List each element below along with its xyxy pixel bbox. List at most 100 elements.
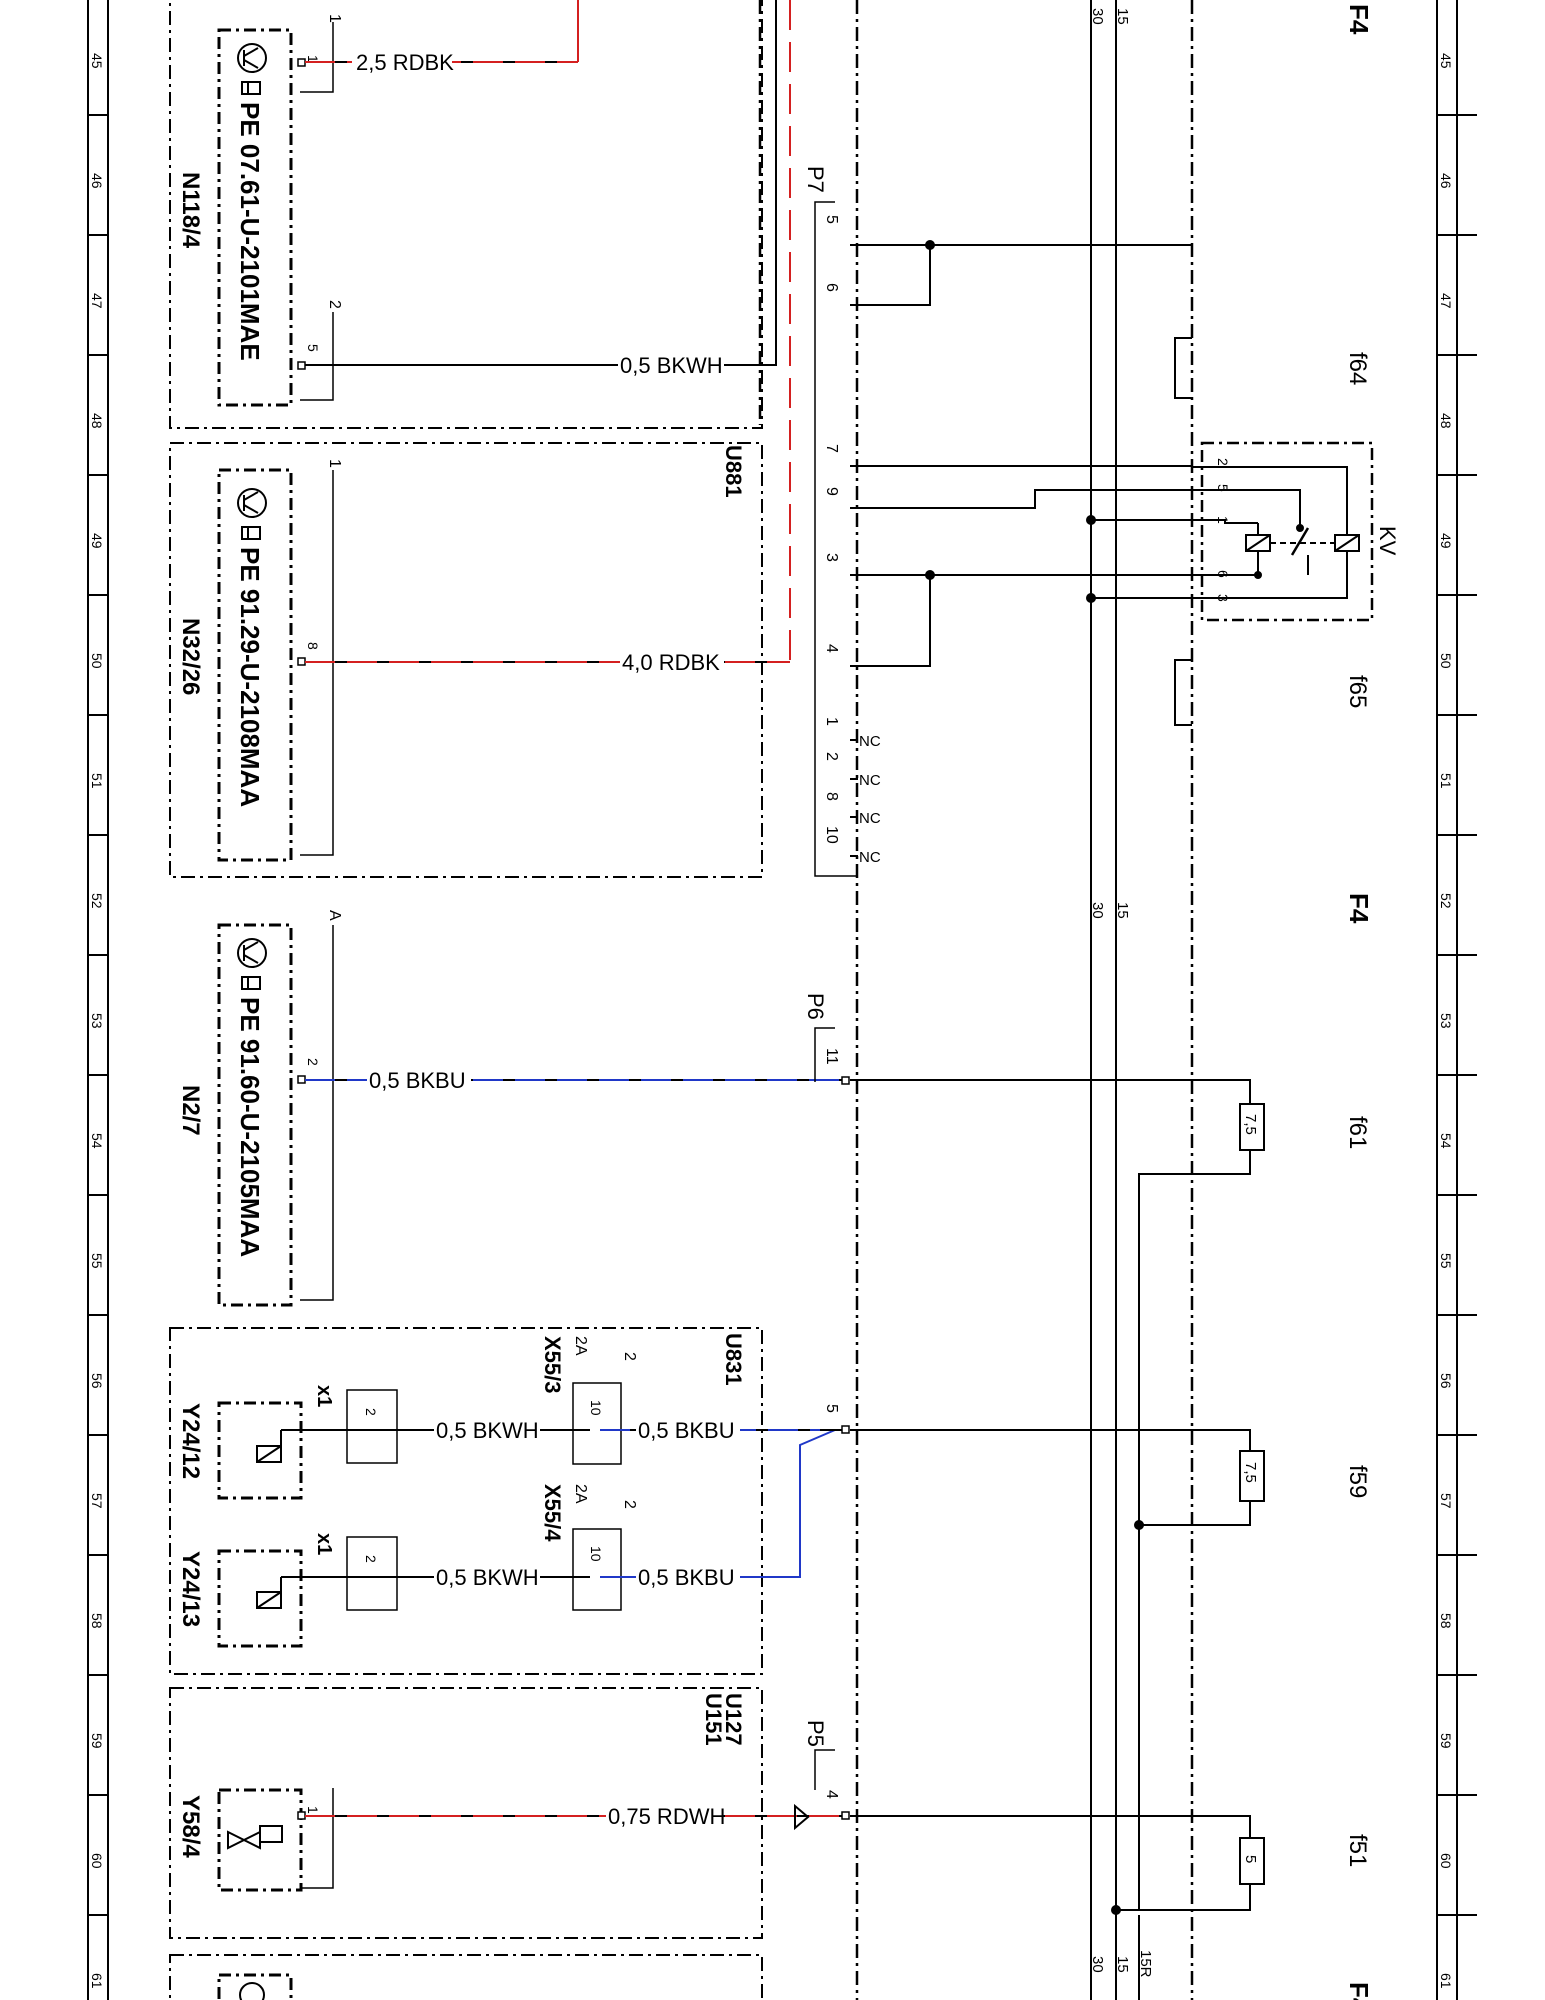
fuses (1111, 337, 1265, 1915)
x55-4-plug (572, 1528, 622, 1611)
n2-7-term (297, 1075, 306, 1084)
wire-label-w5b: 0,5 BKBU (638, 1418, 735, 1443)
fuse-f65-label: f65 (1344, 675, 1371, 708)
n118-4-pin-bracket-a (300, 22, 334, 93)
wire-label-bg (636, 1565, 740, 1589)
component-y24-13: Y24/13 x1 2 (177, 1533, 398, 1648)
wire-label-bg (434, 1418, 540, 1442)
n2-7-pin-a-term: 2 (305, 1058, 321, 1066)
solenoid-icon (256, 1445, 282, 1463)
p5-bracket (814, 1749, 835, 1790)
y24-13-plug (346, 1536, 398, 1611)
p5-term (841, 1811, 850, 1820)
n2-7-pin-a: A (326, 910, 343, 921)
wire-label-w2: 0,5 BKWH (620, 353, 723, 378)
component-boxes (169, 0, 763, 2000)
solenoid-icon (256, 1591, 282, 1609)
wire-label-w1: 2,5 RDBK (356, 50, 454, 75)
n32-26-body (217, 468, 293, 862)
component-x55-4: X55/4 2 2A 10 (540, 1484, 638, 1611)
p7-nc-1: NC (859, 733, 881, 750)
wire-label-w7: 0,75 RDWH (608, 1804, 725, 1829)
y24-13-pin: 2 (363, 1555, 379, 1563)
relay-bus-links (1086, 515, 1192, 603)
p7-pin-7: 7 (823, 444, 840, 453)
grid-number: 58 (89, 1613, 105, 1629)
grid-number: 51 (89, 773, 105, 789)
bus-label-30-bot: 30 (1089, 1956, 1106, 1973)
fuse-f61-body (1239, 1103, 1265, 1151)
fuse-f51-junction (1111, 1905, 1121, 1915)
fuse-block-labels: F4 F4 F4 (1344, 4, 1374, 2000)
grid-number: 59 (89, 1733, 105, 1749)
transistor-icon (237, 938, 267, 968)
p6-bracket (814, 1027, 835, 1082)
u50-fragment-icon (217, 1973, 293, 2000)
y24-12-body (217, 1401, 303, 1500)
wire-label-bg (620, 650, 724, 674)
grid-number: 49 (89, 533, 105, 549)
n118-4-term-b (297, 361, 306, 370)
fuse-block-label-bot: F4 (1344, 1982, 1374, 2000)
y58-4-id: Y58/4 (177, 1795, 204, 1858)
fuse-f51-body (1239, 1837, 1265, 1885)
p7-pin-4: 4 (823, 644, 840, 653)
y58-4-pin-bracket (300, 1788, 334, 1889)
n118-4-id: N118/4 (177, 172, 204, 249)
connector-p6: P6 11 (803, 993, 850, 1085)
grid-number: 52 (89, 893, 105, 909)
relay-pin-5: 5 (1215, 484, 1231, 492)
n32-26-term (297, 657, 306, 666)
bus-label-15r-bot: 15R (1137, 1950, 1154, 1978)
component-n2-7: PE 91.60-U-2105MAA N2/7 A 2 (177, 910, 343, 1307)
relay-internals (1192, 466, 1360, 599)
grid-number: 53 (89, 1013, 105, 1029)
box-u127 (169, 1687, 763, 1939)
grid-number: 45 (89, 53, 105, 69)
n32-26-pin-a-term: 8 (305, 642, 321, 650)
grid-number: 45 (1438, 53, 1454, 69)
p7-pin-3: 3 (823, 553, 840, 562)
u831-connector-term (841, 1425, 850, 1434)
fuse-f61-lead2 (1192, 1150, 1251, 1175)
transistor-icon (237, 43, 267, 73)
p6-term (841, 1076, 850, 1085)
x55-3-pin-top: 2 (621, 1352, 638, 1361)
x55-3-pin-mid: 2A (572, 1336, 589, 1356)
grid-number: 54 (1438, 1133, 1454, 1149)
reference-hand-icon (241, 81, 261, 95)
fuse-f59-junction (1134, 1520, 1144, 1530)
fuse-f61-lead (1192, 1079, 1251, 1104)
p7-pin-8: 8 (823, 792, 840, 801)
grid-number: 53 (1438, 1013, 1454, 1029)
y58-4-pin: 1 (305, 1806, 321, 1814)
p5-label: P5 (803, 1720, 828, 1747)
n118-4-pin-bracket-b (300, 312, 334, 401)
grid-number: 55 (1438, 1253, 1454, 1269)
bus-label-15-bot: 15 (1114, 1956, 1131, 1973)
p7-label: P7 (803, 166, 828, 193)
p5-ground-arrow (794, 1803, 810, 1831)
y24-12-id: Y24/12 (177, 1403, 204, 1479)
n32-26-pin-a: 1 (326, 459, 343, 468)
grid-number: 48 (1438, 413, 1454, 429)
p6-label: P6 (803, 993, 828, 1020)
y24-12-plug (346, 1389, 398, 1464)
n2-7-pin-bracket (300, 925, 334, 1301)
box-u831 (169, 1327, 763, 1675)
component-y24-12: Y24/12 x1 2 (177, 1385, 398, 1500)
p7-pin-5: 5 (823, 215, 840, 224)
n118-4-body (217, 28, 293, 407)
reference-hand-icon (241, 526, 261, 540)
grid-number: 46 (1438, 173, 1454, 189)
p7-pin-1: 1 (823, 717, 840, 726)
y24-12-pin: 2 (363, 1408, 379, 1416)
wire-label-w5a: 0,5 BKWH (436, 1418, 539, 1443)
connector-p7: P7 5 6 7 9 3 4 1 2 8 10 NC NC NC NC (803, 166, 881, 877)
n2-7-part: PE 91.60-U-2105MAA (235, 997, 265, 1257)
y24-12-conn: x1 (313, 1385, 335, 1407)
grid-number: 47 (89, 293, 105, 309)
n118-4-pin-b: 2 (326, 300, 343, 309)
solenoid-diagonal (256, 1445, 282, 1463)
fuse-f64-label: f64 (1344, 352, 1371, 385)
